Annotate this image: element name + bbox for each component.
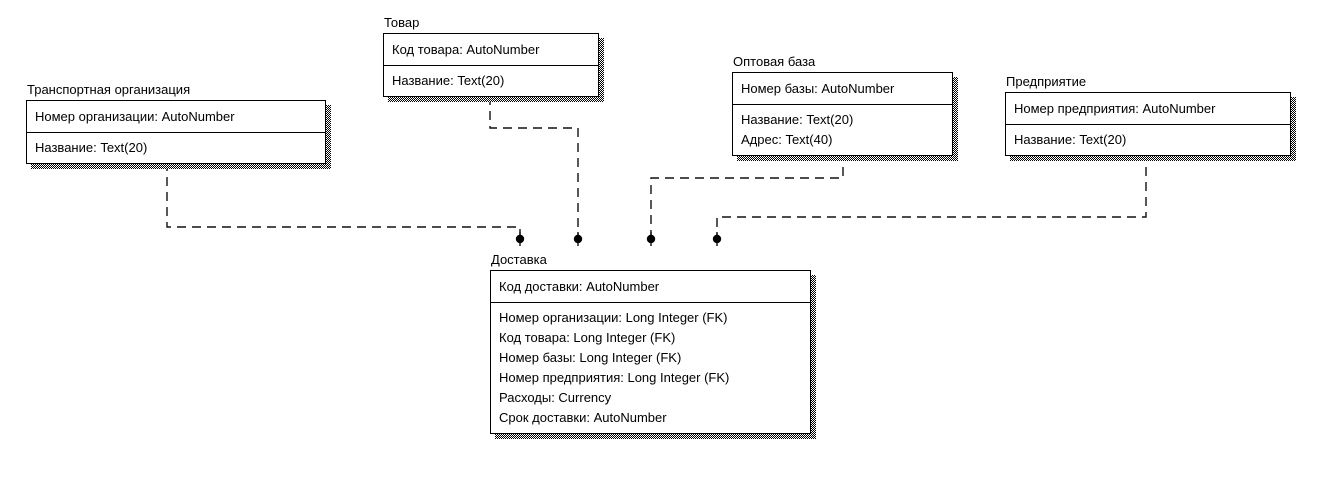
attribute-section: Название: Text(20) — [384, 66, 598, 96]
primary-key-row: Номер организации: AutoNumber — [27, 101, 325, 133]
entity-box[interactable]: Код товара: AutoNumber Название: Text(20… — [383, 33, 599, 97]
attribute-row: Срок доставки: AutoNumber — [499, 410, 667, 425]
attribute-row: Номер предприятия: Long Integer (FK) — [499, 370, 730, 385]
attribute-row: Название: Text(20) — [741, 112, 854, 127]
attribute-row: Адрес: Text(40) — [741, 132, 833, 147]
entity-box[interactable]: Код доставки: AutoNumber Номер организац… — [490, 270, 811, 434]
child-end-dot-icon — [646, 234, 656, 244]
attribute-row: Название: Text(20) — [35, 140, 148, 155]
attribute-row: Номер базы: Long Integer (FK) — [499, 350, 682, 365]
primary-key-row: Номер базы: AutoNumber — [733, 73, 952, 105]
attribute-section: Название: Text(20) — [1006, 125, 1290, 155]
attribute-row: Расходы: Currency — [499, 390, 612, 405]
entity-title: Оптовая база — [733, 54, 816, 69]
attribute-section: Название: Text(20) — [27, 133, 325, 163]
attribute-section: Номер организации: Long Integer (FK) Код… — [491, 303, 810, 433]
relationship-wholesale-base-to-delivery[interactable] — [650, 152, 844, 236]
relationship-product-to-delivery[interactable] — [489, 96, 579, 236]
attribute-row: Номер организации: Long Integer (FK) — [499, 310, 728, 325]
primary-key-row: Код доставки: AutoNumber — [491, 271, 810, 303]
attribute-row: Название: Text(20) — [392, 73, 505, 88]
entity-title: Транспортная организация — [27, 82, 191, 97]
entity-box[interactable]: Номер организации: AutoNumber Название: … — [26, 100, 326, 164]
entity-enterprise[interactable]: Предприятие Номер предприятия: AutoNumbe… — [1005, 74, 1296, 161]
attribute-row: Название: Text(20) — [1014, 132, 1127, 147]
attribute-section: Название: Text(20) Адрес: Text(40) — [733, 105, 952, 155]
entity-product[interactable]: Товар Код товара: AutoNumber Название: T… — [383, 15, 604, 102]
child-end-dot-icon — [515, 234, 525, 244]
relationship-transport-to-delivery[interactable] — [166, 162, 521, 236]
entity-title: Товар — [384, 15, 420, 30]
entity-box[interactable]: Номер предприятия: AutoNumber Название: … — [1005, 92, 1291, 156]
primary-key-row: Номер предприятия: AutoNumber — [1006, 93, 1290, 125]
entity-delivery[interactable]: Доставка Код доставки: AutoNumber Номер … — [490, 252, 816, 439]
child-end-dot-icon — [712, 234, 722, 244]
entity-transport-organization[interactable]: Транспортная организация Номер организац… — [26, 82, 331, 169]
entity-title: Предприятие — [1006, 74, 1087, 89]
relationship-enterprise-to-delivery[interactable] — [716, 152, 1147, 236]
entity-title: Доставка — [491, 252, 547, 267]
child-end-dot-icon — [573, 234, 583, 244]
primary-key-row: Код товара: AutoNumber — [384, 34, 598, 66]
attribute-row: Код товара: Long Integer (FK) — [499, 330, 676, 345]
entity-box[interactable]: Номер базы: AutoNumber Название: Text(20… — [732, 72, 953, 156]
entity-wholesale-base[interactable]: Оптовая база Номер базы: AutoNumber Назв… — [732, 54, 958, 161]
